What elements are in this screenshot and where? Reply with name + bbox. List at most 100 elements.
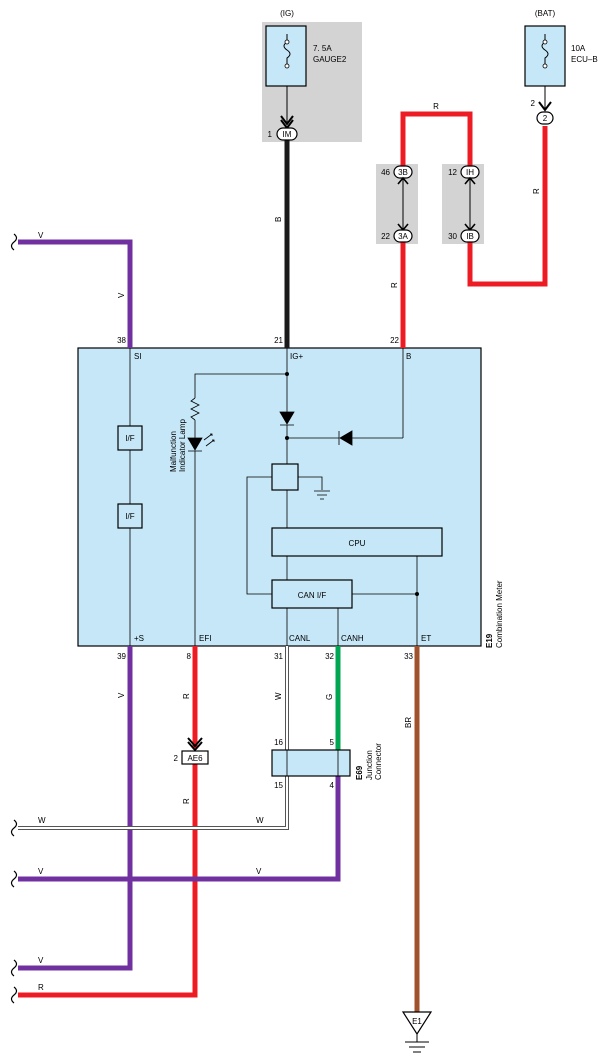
wire-r-top [400,111,473,168]
ig-fuse-name: GAUGE2 [313,55,347,64]
regulator-box [271,463,299,491]
connector-ae6 [181,750,209,765]
meter-pin-canh: 32 [325,652,334,661]
meter-if-box-2 [117,503,143,529]
wire-label-v-mid: V [256,867,262,876]
junction-line1: Junction [365,750,374,780]
wire-label-v-plus-s: V [117,692,126,698]
connector-3b-label: 3B [398,168,408,177]
meter-pin-si: 38 [117,336,126,345]
bat-fuse-rating: 10A [571,44,586,53]
connector-bat2-label: 2 [543,114,548,123]
bat-fuse-icon [541,34,549,66]
meter-term-ig: IG+ [290,352,303,361]
junction-code: E69 [355,765,364,780]
meter-if-box-1 [117,425,143,451]
junction-pin-15: 15 [274,781,283,790]
wire-label-r-b: R [390,282,399,288]
meter-if-label-2: I/F [125,512,134,521]
meter-term-si: SI [134,352,142,361]
wire-v-si [18,239,133,348]
ig-supply-label: (IG) [280,9,294,18]
ground-icon [405,1041,429,1053]
can-if-box [271,579,353,609]
break-v-bottom [10,959,18,977]
meter-term-canh: CANH [341,634,364,643]
connector-ih-pin: 12 [448,168,457,177]
meter-term-canl: CANL [289,634,311,643]
wire-label-v-bottom: V [38,956,44,965]
connector-ae6-label: AE6 [187,754,203,763]
meter-pin-ig: 21 [274,336,283,345]
wire-w-canl-inner [18,646,288,829]
connector-im-label: IM [283,130,292,139]
ig-fuse-icon [283,34,291,66]
wire-r-bat [467,126,548,287]
wire-label-r-bat: R [532,188,541,194]
meter-term-efi: EFI [199,634,211,643]
ground-e1-label: E1 [412,1017,422,1026]
junction-pin-5: 5 [330,738,335,747]
wire-label-b-ig: B [274,217,283,222]
ig-fuse-box [265,25,307,87]
connector-ih-ib-shade [442,164,484,244]
meter-if-label-1: I/F [125,434,134,443]
connector-3a-pin: 22 [381,232,390,241]
junction-connector-box [271,749,351,777]
connector-3a-label: 3A [398,232,408,241]
wire-label-r-left: R [38,983,44,992]
wire-v-mid [18,776,341,882]
connector-ib-label: IB [466,232,474,241]
wire-label-w-canl: W [274,692,283,700]
lamp-label-1: Malfunction [169,431,178,472]
meter-term-b: B [406,352,411,361]
can-if-label: CAN I/F [298,591,327,600]
meter-pin-plus-s: 39 [117,652,126,661]
wire-label-r-efi: R [182,693,191,699]
wire-label-w-mid: W [256,816,264,825]
cpu-box [271,527,443,557]
connector-bat2 [536,111,554,125]
meter-term-plus-s: +S [134,634,144,643]
junction-pin-16: 16 [274,738,283,747]
wire-label-r-top: R [433,102,439,111]
meter-pin-b: 22 [390,336,399,345]
junction-pin-4: 4 [330,781,335,790]
junction-line2: Connector [374,743,383,780]
wire-label-v-si: V [117,292,126,298]
ground-e1-triangle [401,1011,433,1036]
connector-ib-pin: 30 [448,232,457,241]
break-r-left [10,986,18,1004]
wire-label-r-bottom: R [182,798,191,804]
ig-fuse-rating: 7. 5A [313,44,332,53]
lamp-label-2: Indicator Lamp [178,419,187,472]
meter-code: E19 [485,633,494,648]
connector-ib [460,229,480,243]
wire-label-v-left: V [38,867,44,876]
resistor-icon [190,397,200,421]
ae6-arrow-icon [187,737,203,752]
wire-v-plus-s [18,646,133,971]
wire-label-br-et: BR [404,717,413,728]
wire-w-canl [18,646,289,830]
connector-3b-pin: 46 [381,168,390,177]
connector-3a [393,229,413,243]
meter-pin-canl: 31 [274,652,283,661]
internal-ground-icon [314,490,330,500]
connector-ih-label: IH [466,168,474,177]
cpu-label: CPU [349,539,366,548]
meter-pin-et: 33 [404,652,413,661]
bat-supply-label: (BAT) [535,9,556,18]
wire-label-w-left: W [38,816,46,825]
break-v-mid [10,870,18,888]
connector-ae6-pin: 2 [174,754,179,763]
connector-bat2-pin: 2 [531,99,536,108]
wire-label-v-top: V [38,231,44,240]
connector-im [276,127,298,141]
bat-arrow-icon [538,101,552,112]
meter-pin-efi: 8 [187,652,192,661]
break-v-top [10,233,18,251]
wire-label-g-canh: G [325,694,334,700]
meter-name: Combination Meter [495,580,504,648]
